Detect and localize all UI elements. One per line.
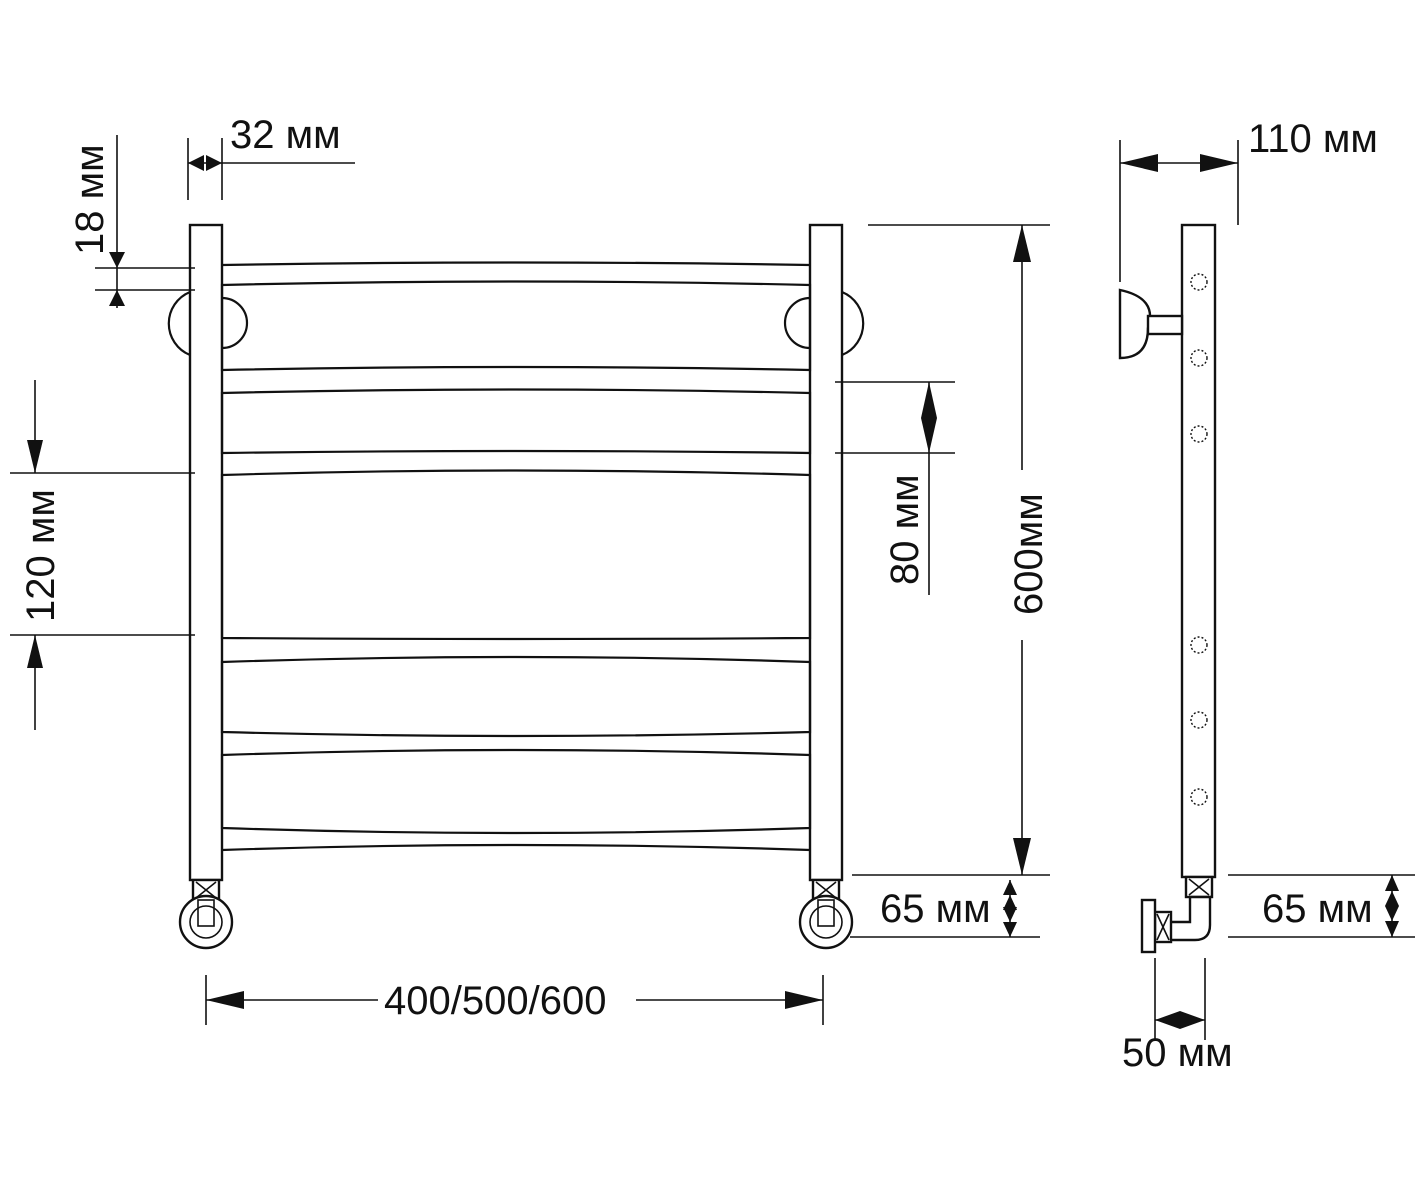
crossbar-top-edge: [221, 261, 811, 267]
left-rail: [188, 223, 224, 882]
right-valve: [798, 878, 854, 950]
dim-bar-spacing-small: 80 мм: [835, 381, 955, 595]
crossbar-5: [220, 748, 812, 835]
dim-bar-thickness: 18 мм: [68, 135, 195, 308]
crossbar-4: [220, 655, 812, 738]
height-label: 600мм: [1007, 493, 1051, 615]
crossbar-3: [220, 469, 812, 641]
crossbar-bottom-edge: [221, 843, 811, 852]
bar-spacing-large-label: 120 мм: [19, 489, 63, 622]
right-wall-bracket: [783, 290, 865, 357]
dim-rail-width: 32 мм: [187, 113, 355, 200]
bar-spacing-small-label: 80 мм: [883, 474, 927, 585]
side-valve: [1140, 875, 1214, 954]
left-valve: [178, 878, 234, 950]
left-wall-bracket: [167, 290, 249, 357]
side-wall-bracket: [1118, 288, 1184, 360]
connection-height-front-label: 65 мм: [880, 887, 991, 931]
bar-thickness-label: 18 мм: [68, 144, 112, 255]
dim-connection-height-side: 65 мм: [1228, 874, 1415, 938]
dim-height: 600мм: [852, 224, 1051, 876]
width-options-label: 400/500/600: [384, 979, 606, 1023]
dim-bar-spacing-large: 120 мм: [10, 380, 195, 730]
front-view: 32 мм 18 мм 120 мм 80: [10, 113, 1051, 1025]
crossbars: [220, 261, 812, 852]
dim-connection-height-front: 65 мм: [850, 880, 1040, 938]
right-rail: [808, 223, 844, 882]
side-view: 110 мм 65 мм 50 мм: [1118, 117, 1415, 1075]
dim-connection-offset: 50 мм: [1122, 958, 1233, 1075]
side-holes: [1190, 273, 1208, 806]
side-rail: [1180, 223, 1217, 879]
connection-height-side-label: 65 мм: [1262, 887, 1373, 931]
crossbar-1: [220, 280, 812, 372]
rail-width-label: 32 мм: [230, 113, 341, 157]
connection-offset-label: 50 мм: [1122, 1031, 1233, 1075]
crossbar-2: [220, 388, 812, 455]
dim-width: 400/500/600: [205, 975, 824, 1025]
wall-distance-label: 110 мм: [1248, 117, 1378, 161]
dim-wall-distance: 110 мм: [1119, 117, 1378, 282]
